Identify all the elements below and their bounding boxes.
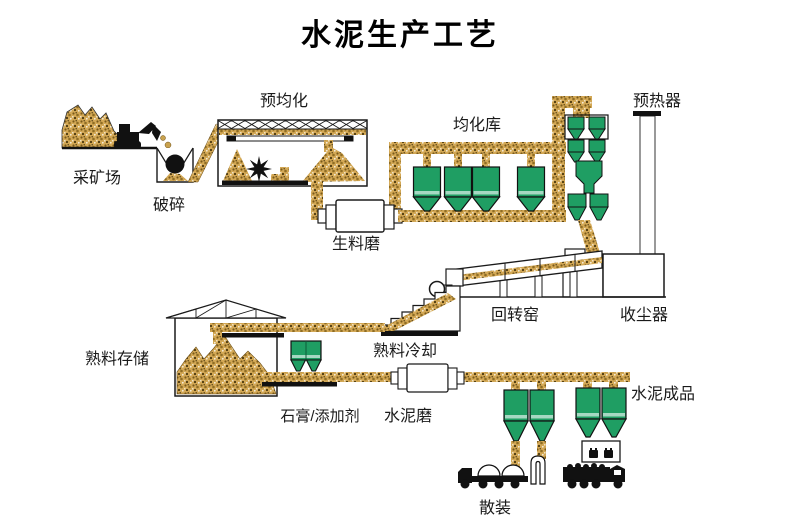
label-gypsum-additive: 石膏/添加剂 [280, 408, 360, 425]
cement-bag-icon [589, 448, 613, 458]
page-title: 水泥生产工艺 [301, 19, 499, 52]
chute-preheater-to-kiln [578, 220, 601, 261]
prehomogenization-hall [217, 119, 368, 187]
cement-mill [390, 363, 465, 393]
quarry-pile [61, 104, 157, 150]
label-clinker-storage: 熟料存储 [84, 351, 150, 368]
label-cement-product: 水泥成品 [630, 386, 696, 403]
label-prehomogenization: 预均化 [259, 93, 309, 110]
preheater-chimney [633, 111, 661, 256]
bag-truck-icon [563, 463, 625, 489]
loading-spout-icon [530, 455, 546, 485]
bagging-station [581, 440, 621, 463]
cement-product-silos [503, 387, 628, 469]
star-reclaimer-icon [246, 156, 272, 182]
label-dust-collector: 收尘器 [619, 307, 669, 324]
crusher [156, 135, 194, 183]
bulk-truck-icon [458, 464, 528, 489]
label-raw-mill: 生料磨 [331, 236, 381, 253]
label-bulk-loading: 散装 [478, 500, 512, 517]
label-clinker-cooling: 熟料冷却 [372, 343, 438, 360]
rotary-kiln [428, 250, 666, 298]
clinker-cooler [378, 285, 461, 336]
raw-mill [311, 146, 403, 233]
preheater-cyclones [564, 114, 609, 221]
gypsum-additive-hopper [290, 340, 322, 372]
clinker-storage-hall [165, 299, 385, 397]
label-rotary-kiln: 回转窑 [490, 307, 540, 324]
label-cement-mill: 水泥磨 [383, 408, 433, 425]
label-preheater: 预热器 [632, 93, 682, 110]
label-crushing: 破碎 [152, 197, 186, 214]
homogenization-silos [389, 96, 592, 222]
label-homogenization-silo: 均化库 [452, 117, 502, 134]
label-quarry: 采矿场 [72, 170, 122, 187]
excavator-icon [114, 122, 161, 149]
